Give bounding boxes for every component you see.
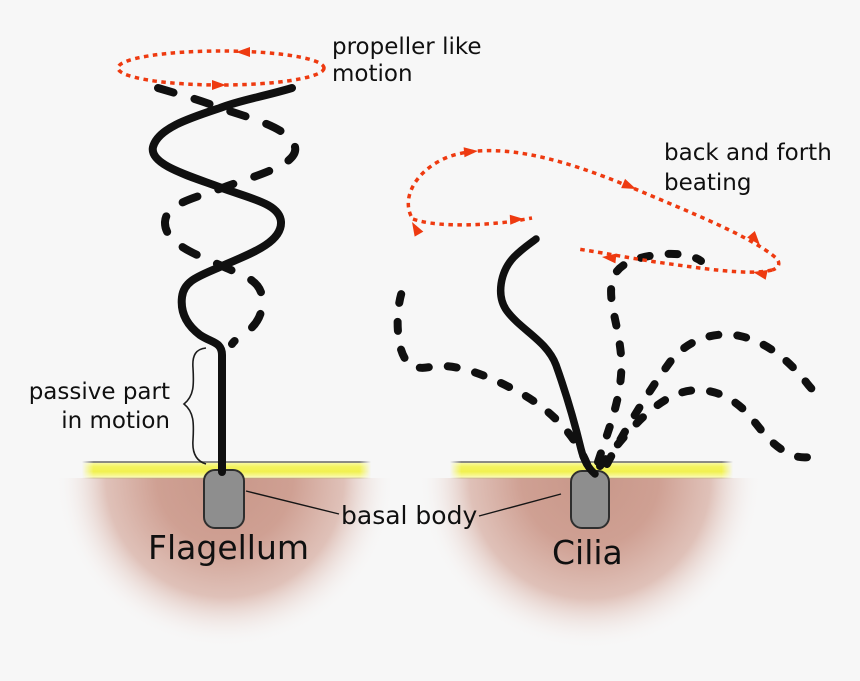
beating-arrow-6-icon (509, 214, 524, 225)
beating-loop-return (577, 247, 773, 274)
rotation-ellipse-icon (116, 49, 326, 87)
cilium-solid (496, 235, 599, 478)
curly-brace-icon (182, 347, 207, 465)
passive-part-line2: in motion (61, 408, 170, 434)
cilium-dashed-left (393, 282, 591, 468)
propeller-motion-label: propeller like motion (332, 34, 482, 88)
beating-arrow-1-icon (463, 147, 478, 158)
back-forth-label: back and forth beating (664, 138, 832, 198)
passive-part-line1: passive part (28, 379, 170, 405)
rotation-arrow-top-icon (236, 47, 250, 57)
basal-body-label: basal body (341, 501, 478, 530)
beating-arrow-7-icon (412, 222, 424, 237)
beating-arrow-4-icon (753, 270, 768, 280)
beating-arrow-3-icon (747, 231, 760, 245)
back-forth-line1: back and forth (664, 140, 832, 166)
basal-body-flagellum (203, 469, 245, 529)
flagellum-helix-dashed (154, 84, 300, 348)
cilium-dashed-right-high (603, 330, 824, 468)
propeller-motion-line1: propeller like (332, 34, 482, 60)
cilium-dashed-right-low (596, 386, 826, 470)
basal-body-leader-right (478, 493, 562, 517)
basal-body-cilia (570, 470, 610, 529)
beating-loop-top (406, 148, 781, 272)
beating-arrow-5-icon (602, 253, 617, 264)
cilium-dashed-up (594, 249, 705, 466)
flagellum-helix-solid (148, 84, 296, 476)
rotation-arrow-bottom-icon (212, 80, 226, 90)
passive-part-label: passive part in motion (18, 378, 170, 436)
basal-body-leader-left (245, 490, 340, 515)
beating-arrow-2-icon (621, 178, 636, 189)
cilia-label: Cilia (552, 533, 623, 572)
back-forth-line2: beating (664, 170, 752, 196)
flagellum-label: Flagellum (148, 528, 310, 567)
propeller-motion-line2: motion (332, 61, 413, 87)
